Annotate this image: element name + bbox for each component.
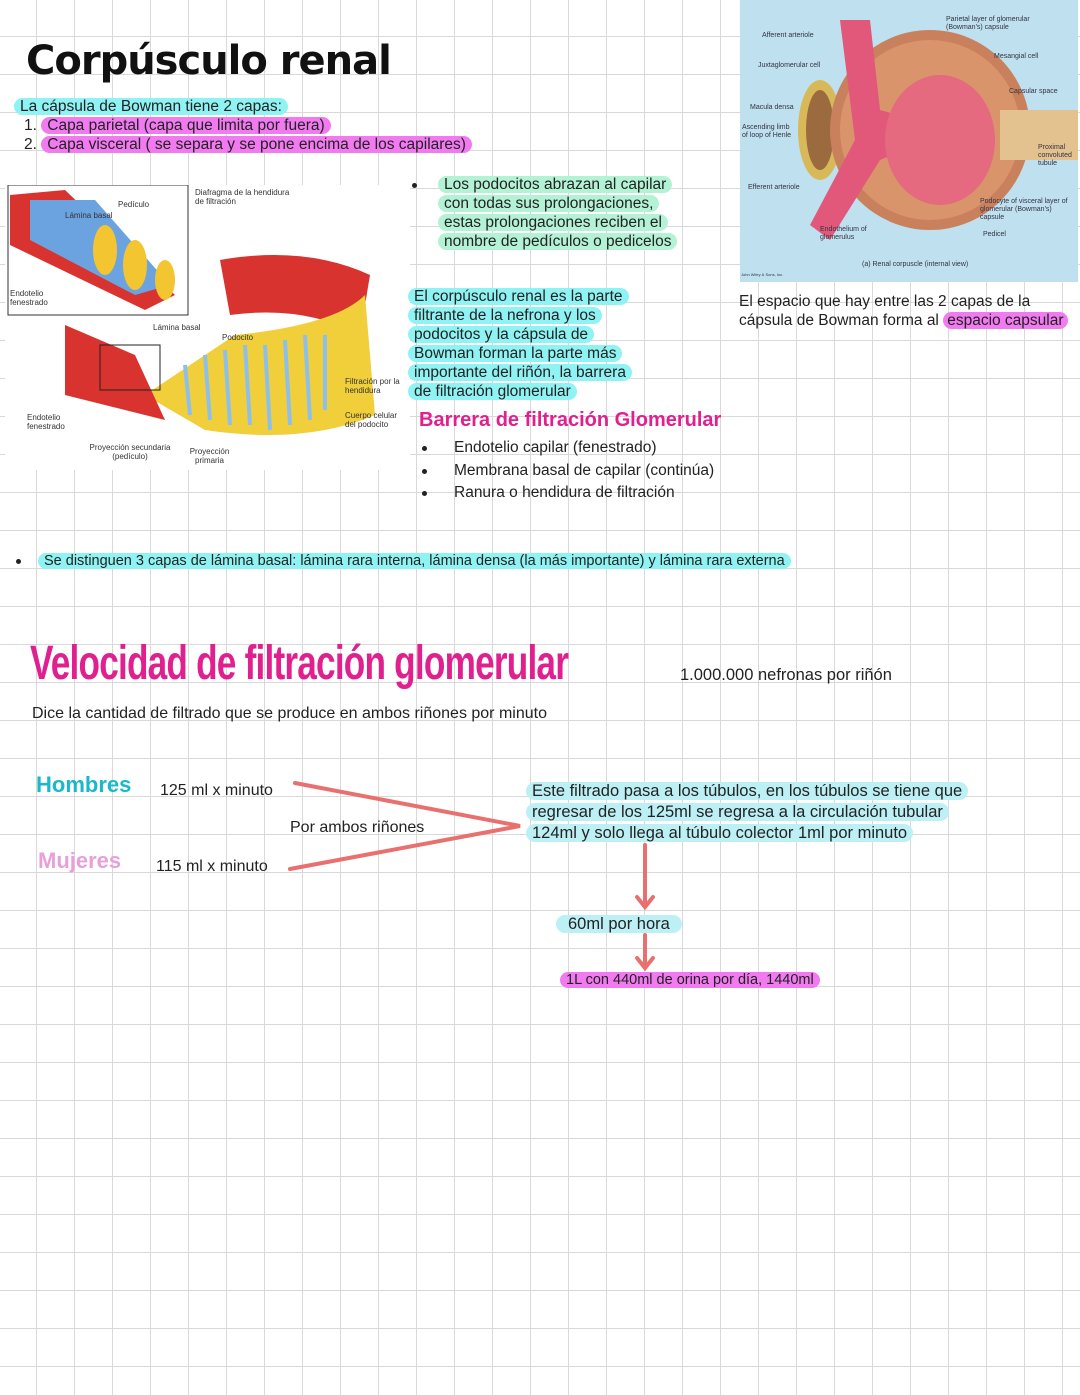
figure-label: Proximal convoluted tubule bbox=[1038, 144, 1072, 167]
bullet bbox=[412, 183, 417, 188]
layer-item: 2. Capa visceral ( se separa y se pone e… bbox=[24, 135, 472, 154]
bowman-intro: La cápsula de Bowman tiene 2 capas: bbox=[14, 97, 288, 116]
nephron-count: 1.000.000 nefronas por riñón bbox=[680, 666, 892, 684]
men-value: 125 ml x minuto bbox=[160, 782, 273, 799]
figure-label: Efferent arteriole bbox=[748, 184, 800, 191]
both-kidneys-label: Por ambos riñones bbox=[290, 819, 425, 836]
women-label: Mujeres bbox=[38, 848, 122, 873]
per-day: 1L con 440ml de orina por día, 1440ml bbox=[560, 971, 820, 990]
figure-label: Pedicel bbox=[983, 231, 1006, 238]
figure-label: Capsular space bbox=[1009, 88, 1058, 95]
figure-label: Macula densa bbox=[750, 104, 794, 111]
barrier-title: Barrera de filtración Glomerular bbox=[419, 409, 722, 431]
tubulos-note: Este filtrado pasa a los túbulos, en los… bbox=[526, 781, 969, 844]
figure-label: Mesangial cell bbox=[994, 53, 1039, 60]
figure-label: Endotelio fenestrado bbox=[27, 413, 65, 431]
podocyte-diagram: Lámina basal Pedículo Diafragma de la he… bbox=[5, 185, 410, 470]
bullet bbox=[16, 559, 21, 564]
figure-label: Diafragma de la hendidura de filtración bbox=[195, 188, 290, 206]
lamina-note: Se distinguen 3 capas de lámina basal: l… bbox=[38, 553, 791, 569]
page-title: Corpúsculo renal bbox=[26, 38, 392, 84]
renal-corpuscle-diagram: Afferent arteriole Juxtaglomerular cell … bbox=[740, 0, 1078, 282]
figure-label: Pedículo bbox=[118, 200, 150, 209]
figure-label: Proyección secundaria (pedículo) bbox=[89, 443, 171, 461]
figure-label: Juxtaglomerular cell bbox=[758, 62, 821, 69]
section-subtitle: Dice la cantidad de filtrado que se prod… bbox=[32, 705, 547, 722]
figure-label: Lámina basal bbox=[65, 211, 113, 220]
figure-caption: (a) Renal corpuscle (internal view) bbox=[862, 261, 969, 268]
per-hour: 60ml por hora bbox=[556, 915, 682, 934]
list-item: Ranura o hendidura de filtración bbox=[422, 483, 714, 506]
figure-label: Parietal layer of glomerular (Bowman's) … bbox=[946, 16, 1030, 31]
section-title: Velocidad de filtración glomerular bbox=[30, 636, 569, 690]
figure-credit: John Wiley & Sons, Inc. bbox=[741, 272, 784, 277]
layer-item: 1. Capa parietal (capa que limita por fu… bbox=[24, 116, 331, 135]
figure-label: Podocito bbox=[222, 333, 254, 342]
figure-label: Proyección primaria bbox=[189, 447, 230, 465]
figure-label: Podocyte of visceral layer of glomerular… bbox=[980, 198, 1068, 221]
figure-label: Filtración por la hendidura bbox=[345, 377, 400, 395]
figure-label: Endothelium of glomerulus bbox=[820, 226, 867, 241]
figure-label: Afferent arteriole bbox=[762, 32, 814, 39]
barrier-list: Endotelio capilar (fenestrado) Membrana … bbox=[422, 438, 714, 506]
figure-label: Ascending limb of loop of Henle bbox=[742, 124, 792, 139]
podocitos-note: Los podocitos abrazan al capilar con tod… bbox=[438, 175, 678, 251]
figure-label: Lámina basal bbox=[153, 323, 201, 332]
men-label: Hombres bbox=[36, 772, 132, 797]
figure-label: Endotelio fenestrado bbox=[10, 289, 60, 307]
list-item: Membrana basal de capilar (continúa) bbox=[422, 461, 714, 484]
list-item: Endotelio capilar (fenestrado) bbox=[422, 438, 714, 461]
corpusculo-note: El corpúsculo renal es la parte filtrant… bbox=[408, 287, 632, 401]
arrow-down-icon bbox=[635, 933, 655, 972]
women-value: 115 ml x minuto bbox=[156, 858, 268, 875]
figure-label: Cuerpo celular del podocito bbox=[345, 411, 398, 429]
arrow-down-icon bbox=[635, 843, 655, 911]
arrow-line bbox=[288, 781, 521, 871]
espacio-note: El espacio que hay entre las 2 capas de … bbox=[739, 292, 1068, 330]
